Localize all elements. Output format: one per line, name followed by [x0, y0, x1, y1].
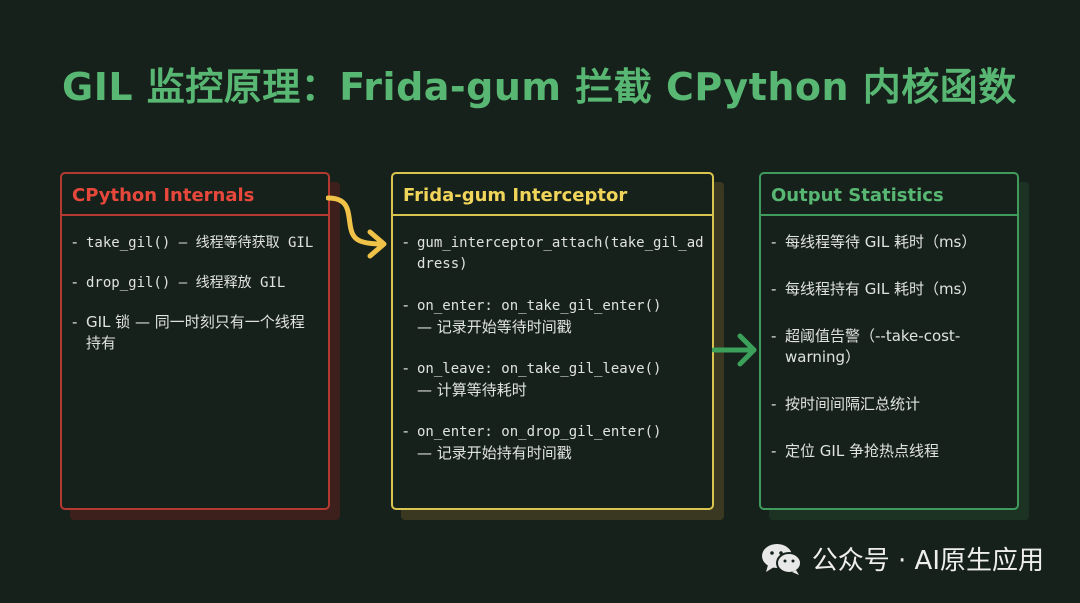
item-text-continued: warning） [785, 348, 861, 366]
bullet-dash: - [403, 359, 409, 377]
cpython-item-gil-lock: - GIL 锁 — 同一时刻只有一个线程 持有 [72, 312, 318, 354]
cpython-internals-box: CPython Internals - take_gil() — 线程等待获取 … [60, 172, 330, 510]
bullet-dash: - [403, 422, 409, 440]
item-text: gum_interceptor_attach(take_gil_ad [417, 235, 704, 251]
cpython-item-drop-gil: - drop_gil() — 线程释放 GIL [72, 272, 318, 294]
bullet-dash: - [72, 233, 78, 251]
frida-interceptor-box: Frida-gum Interceptor - gum_interceptor_… [391, 172, 714, 510]
arrow-head [367, 229, 387, 259]
item-text: 每线程等待 GIL 耗时（ms） [785, 233, 977, 251]
bullet-dash: - [771, 327, 777, 345]
bullet-dash: - [771, 280, 777, 298]
output-item-hold-time: - 每线程持有 GIL 耗时（ms） [771, 279, 1007, 300]
item-text: on_enter: on_drop_gil_enter() [417, 424, 662, 440]
item-text: 每线程持有 GIL 耗时（ms） [785, 280, 977, 298]
item-text-continued: 持有 [86, 334, 117, 352]
frida-item-on-enter-drop: - on_enter: on_drop_gil_enter() — 记录开始持有… [403, 421, 702, 464]
output-statistics-box: Output Statistics - 每线程等待 GIL 耗时（ms） - 每… [759, 172, 1019, 510]
output-item-hotspot-threads: - 定位 GIL 争抢热点线程 [771, 441, 1007, 462]
item-text-continued: — 记录开始等待时间戳 [417, 318, 572, 336]
wechat-icon [761, 543, 802, 575]
item-text: take_gil() — 线程等待获取 GIL [86, 235, 314, 251]
output-item-interval-summary: - 按时间间隔汇总统计 [771, 394, 1007, 415]
bullet-dash: - [403, 296, 409, 314]
bullet-dash: - [403, 233, 409, 251]
frida-item-on-leave-take: - on_leave: on_take_gil_leave() — 计算等待耗时 [403, 358, 702, 401]
bullet-dash: - [72, 273, 78, 291]
frida-item-attach: - gum_interceptor_attach(take_gil_ad dre… [403, 232, 704, 275]
item-text: 超阈值告警（--take-cost- [785, 327, 961, 345]
cpython-box-title: CPython Internals [62, 174, 328, 216]
item-text-continued: — 计算等待耗时 [417, 381, 527, 399]
bullet-dash: - [771, 395, 777, 413]
item-text: 定位 GIL 争抢热点线程 [785, 442, 939, 460]
frida-item-on-enter-take: - on_enter: on_take_gil_enter() — 记录开始等待… [403, 295, 702, 338]
item-text: on_leave: on_take_gil_leave() [417, 361, 662, 377]
item-text: on_enter: on_take_gil_enter() [417, 298, 662, 314]
arrow-frida-to-output [712, 333, 757, 367]
cpython-item-take-gil: - take_gil() — 线程等待获取 GIL [72, 232, 318, 254]
bullet-dash: - [771, 233, 777, 251]
arrow-curve [326, 195, 385, 247]
item-text-continued: — 记录开始持有时间戳 [417, 444, 572, 462]
arrow-head [737, 333, 757, 367]
item-text: 按时间间隔汇总统计 [785, 395, 921, 413]
arrow-cpython-to-frida [326, 195, 387, 259]
watermark-text: 公众号 · AI原生应用 [811, 546, 1044, 576]
item-text-continued: dress) [417, 256, 468, 272]
frida-box-title: Frida-gum Interceptor [393, 174, 712, 216]
output-item-wait-time: - 每线程等待 GIL 耗时（ms） [771, 232, 1007, 253]
wechat-watermark: 公众号 · AI原生应用 [760, 540, 1044, 577]
item-text: GIL 锁 — 同一时刻只有一个线程 [86, 313, 305, 331]
bullet-dash: - [72, 313, 78, 331]
item-text: drop_gil() — 线程释放 GIL [86, 275, 286, 291]
output-item-threshold-warning: - 超阈值告警（--take-cost- warning） [771, 326, 1007, 368]
output-box-title: Output Statistics [761, 174, 1017, 216]
bullet-dash: - [771, 442, 777, 460]
page-title: GIL 监控原理：Frida-gum 拦截 CPython 内核函数 [62, 65, 1017, 109]
